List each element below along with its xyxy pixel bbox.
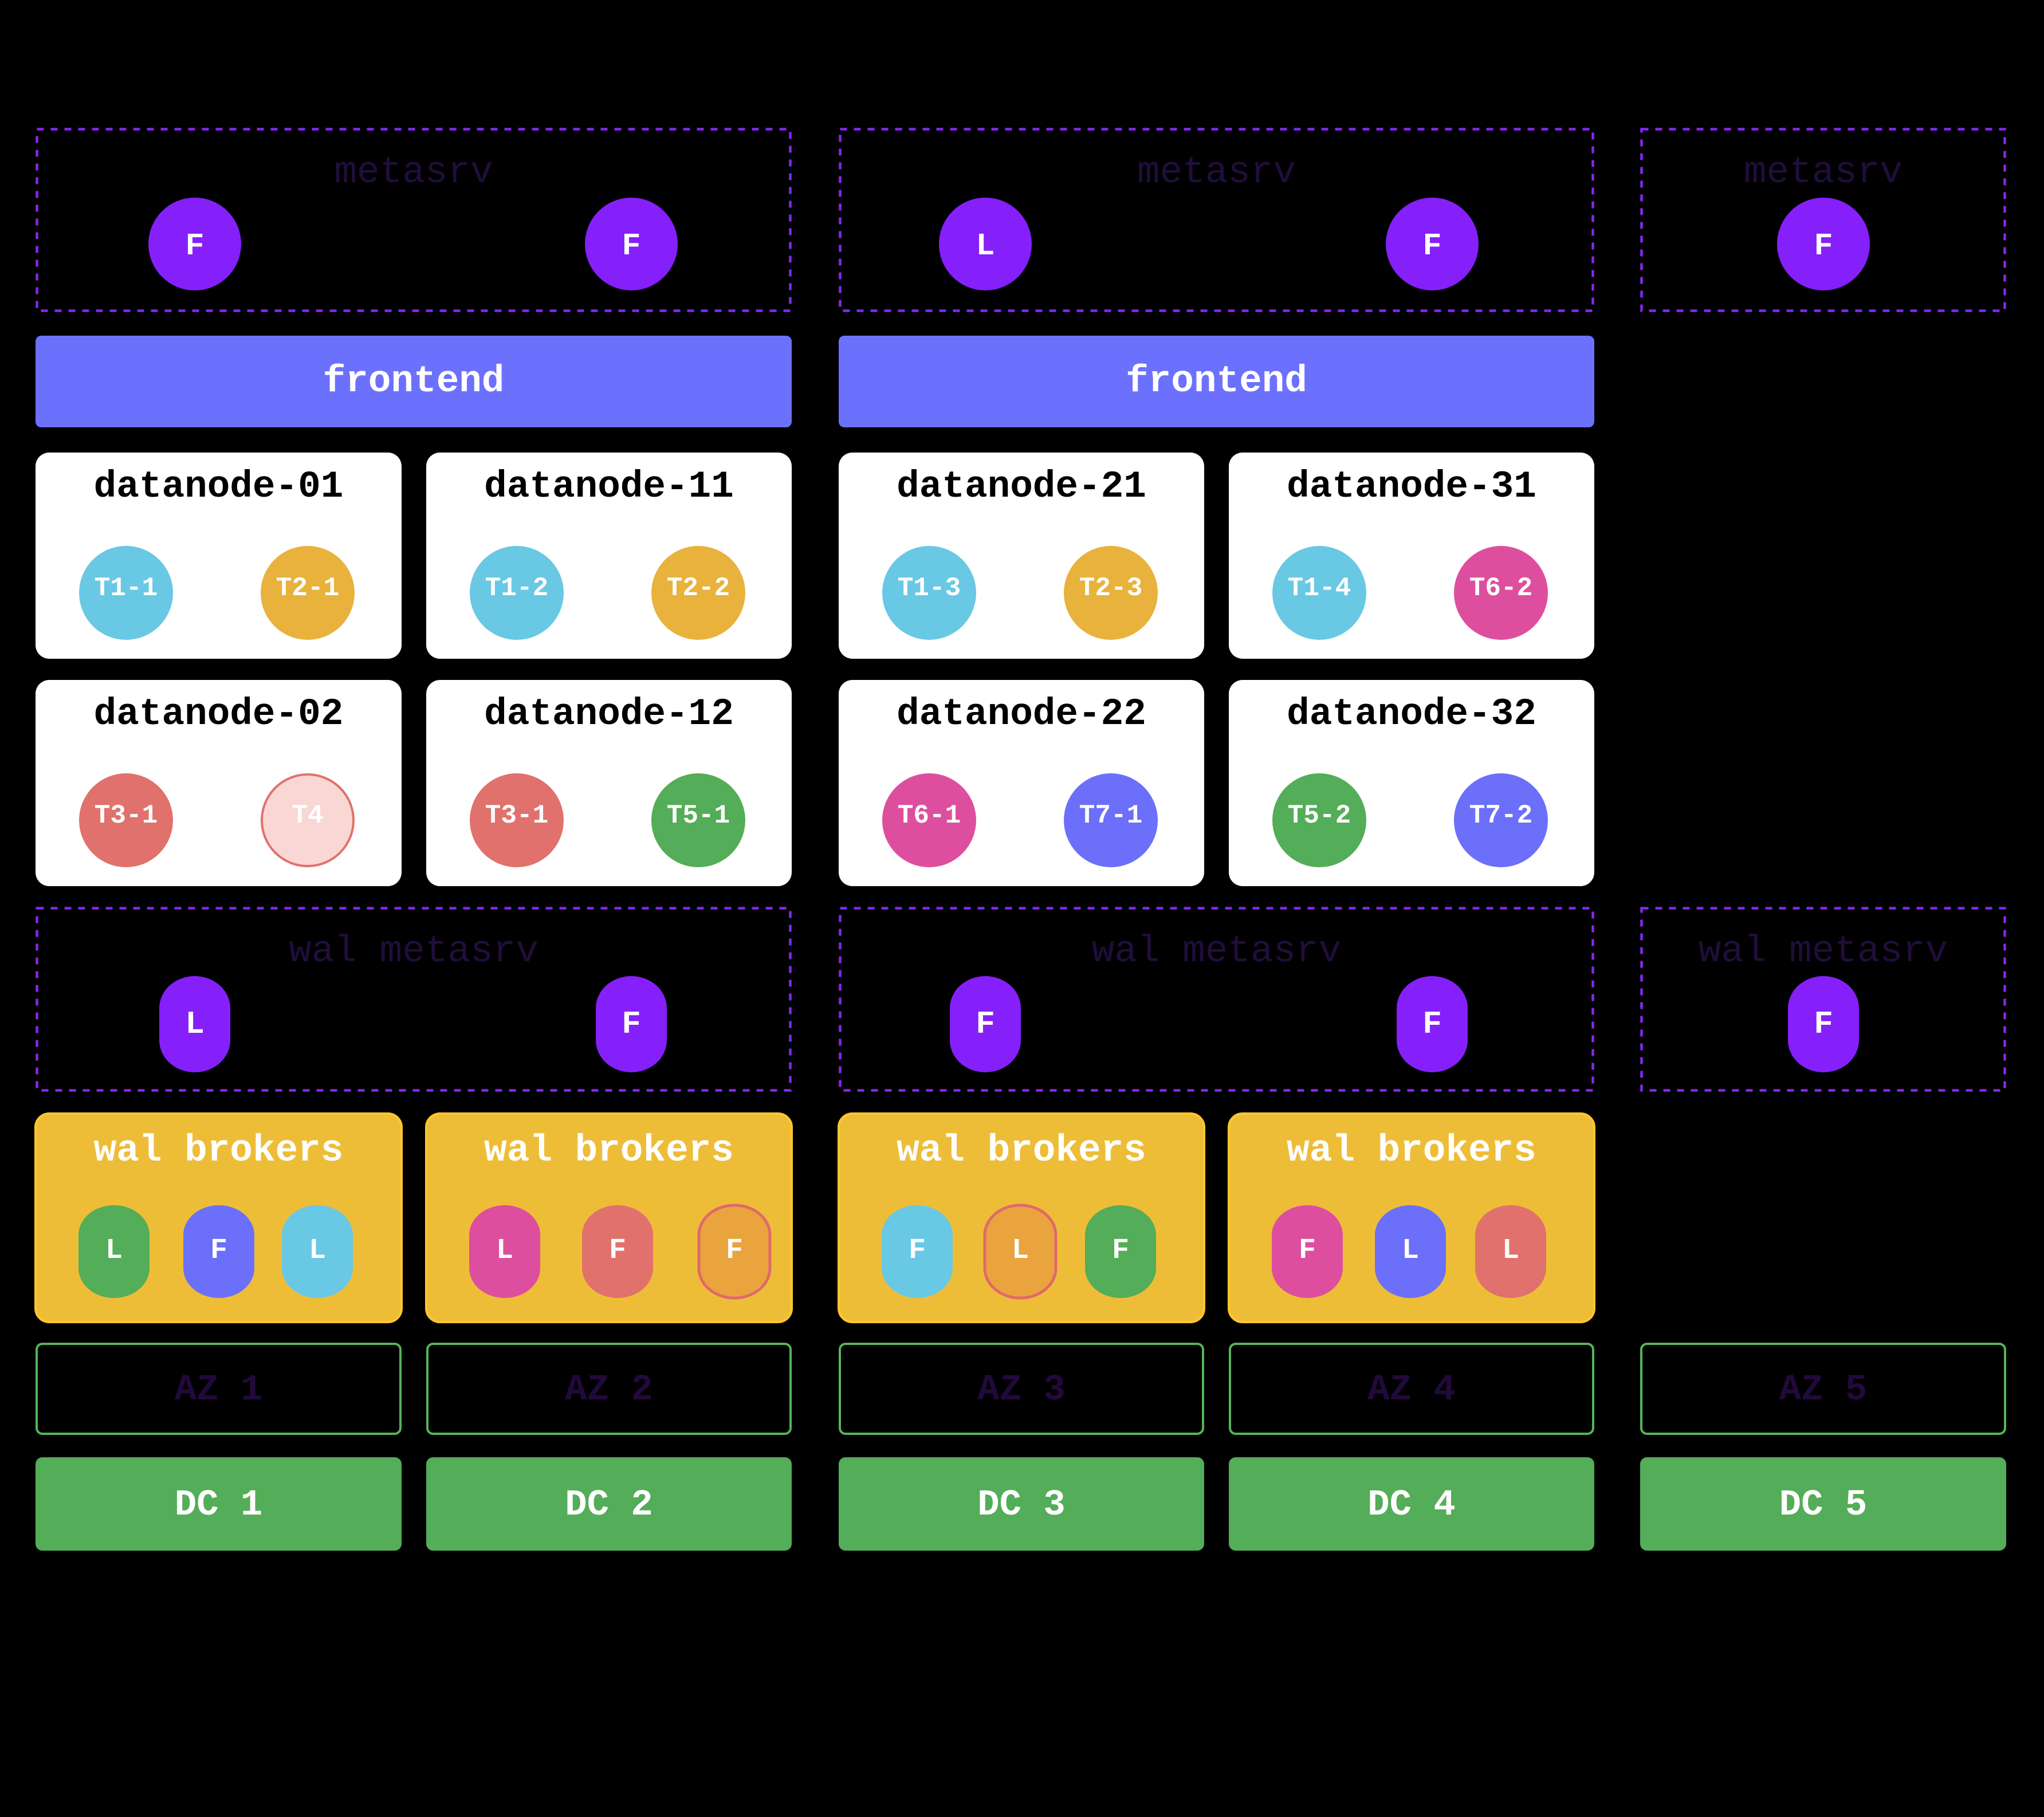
svg-text:datanode-31: datanode-31 [1287,465,1536,508]
svg-text:T1-4: T1-4 [1288,573,1351,603]
svg-text:datanode-11: datanode-11 [484,465,734,508]
svg-text:T1-1: T1-1 [95,573,158,603]
svg-text:F: F [622,1006,641,1043]
svg-text:L: L [496,1234,513,1267]
svg-text:DC 2: DC 2 [565,1485,653,1526]
svg-text:frontend: frontend [1126,360,1307,403]
svg-text:F: F [1814,1006,1833,1043]
svg-text:DC 4: DC 4 [1367,1485,1456,1526]
svg-text:datanode-01: datanode-01 [94,465,344,508]
svg-text:L: L [976,228,995,264]
svg-text:F: F [1814,228,1833,264]
svg-text:wal metasrv: wal metasrv [289,930,538,973]
svg-text:T5-2: T5-2 [1288,801,1351,831]
svg-text:L: L [309,1234,326,1267]
svg-text:T6-1: T6-1 [898,801,961,831]
svg-text:F: F [976,1006,995,1043]
svg-text:AZ 3: AZ 3 [977,1370,1066,1411]
svg-text:T5-1: T5-1 [667,801,730,831]
svg-text:T2-2: T2-2 [667,573,730,603]
svg-text:wal brokers: wal brokers [1287,1129,1536,1172]
svg-text:T4: T4 [292,801,323,831]
svg-text:wal metasrv: wal metasrv [1699,930,1948,973]
svg-text:T7-2: T7-2 [1469,801,1532,831]
svg-text:F: F [1299,1234,1316,1267]
svg-text:T3-1: T3-1 [485,801,548,831]
svg-text:datanode-02: datanode-02 [94,693,344,736]
svg-text:T1-3: T1-3 [898,573,961,603]
svg-text:metasrv: metasrv [1744,151,1903,194]
svg-text:F: F [909,1234,926,1267]
svg-text:T2-1: T2-1 [276,573,339,603]
svg-text:wal brokers: wal brokers [484,1129,734,1172]
svg-text:AZ 1: AZ 1 [175,1370,263,1411]
svg-text:T2-3: T2-3 [1079,573,1142,603]
svg-text:frontend: frontend [323,360,505,403]
svg-text:datanode-22: datanode-22 [897,693,1146,736]
svg-text:AZ 4: AZ 4 [1367,1370,1456,1411]
svg-text:L: L [1402,1234,1419,1267]
svg-text:F: F [1422,1006,1442,1043]
svg-text:DC 1: DC 1 [175,1485,263,1526]
svg-text:F: F [1112,1234,1129,1267]
svg-text:L: L [1012,1234,1029,1267]
svg-text:F: F [185,228,204,264]
svg-text:AZ 5: AZ 5 [1779,1370,1868,1411]
svg-text:F: F [726,1234,743,1267]
svg-text:F: F [1422,228,1441,264]
svg-text:wal brokers: wal brokers [94,1129,344,1172]
svg-text:metasrv: metasrv [334,151,493,194]
svg-text:datanode-12: datanode-12 [484,693,734,736]
svg-text:T7-1: T7-1 [1079,801,1142,831]
svg-text:L: L [1502,1234,1519,1267]
svg-text:T6-2: T6-2 [1469,573,1532,603]
svg-text:datanode-21: datanode-21 [897,465,1146,508]
svg-text:wal brokers: wal brokers [897,1129,1146,1172]
svg-text:L: L [185,1006,205,1043]
svg-text:DC 3: DC 3 [977,1485,1066,1526]
svg-text:F: F [609,1234,626,1267]
svg-text:datanode-32: datanode-32 [1287,693,1536,736]
svg-text:F: F [622,228,640,264]
svg-text:L: L [105,1234,123,1267]
svg-text:F: F [210,1234,227,1267]
svg-text:wal metasrv: wal metasrv [1092,930,1342,973]
svg-text:T1-2: T1-2 [485,573,548,603]
svg-text:AZ 2: AZ 2 [565,1370,653,1411]
svg-text:T3-1: T3-1 [95,801,158,831]
svg-text:metasrv: metasrv [1137,151,1296,194]
svg-text:DC 5: DC 5 [1779,1485,1868,1526]
